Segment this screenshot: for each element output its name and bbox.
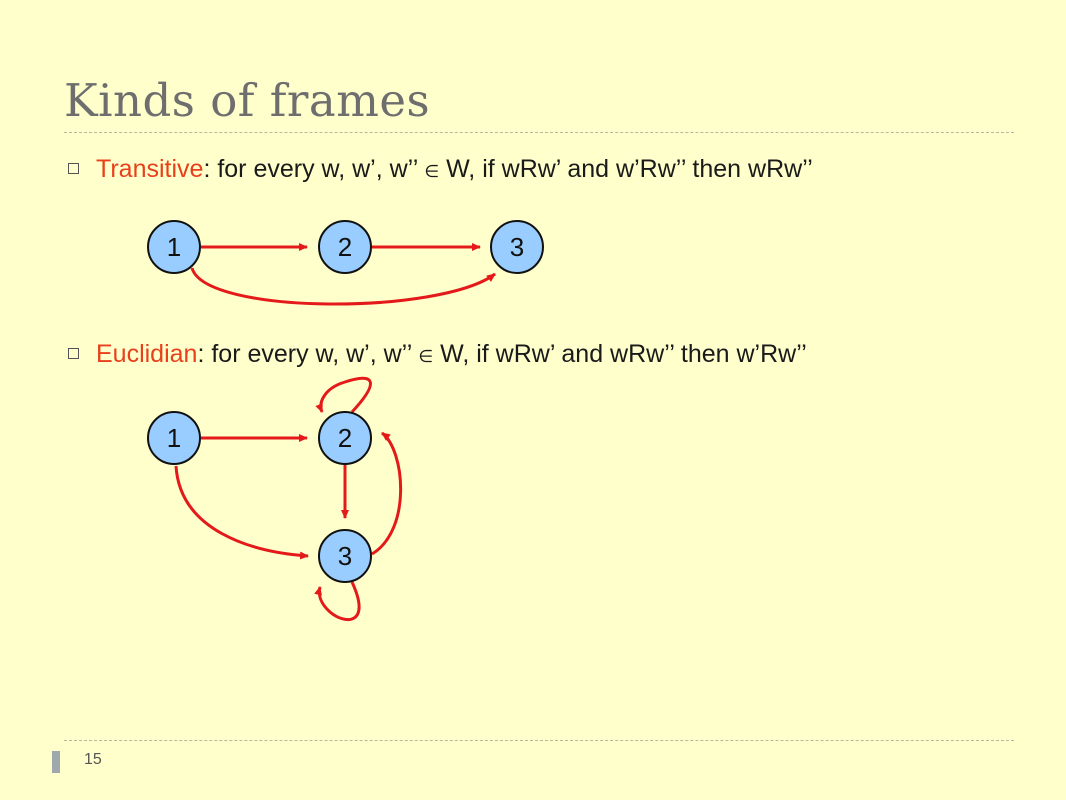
node-t-2: 2 [318,220,372,274]
square-bullet-icon [68,347,79,359]
node-e-2-label: 2 [338,423,352,453]
euclidian-graph [174,376,403,621]
node-t-1-label: 1 [167,232,181,262]
bullet-transitive: Transitive: for every w, w’, w’’ ∈ W, if… [68,155,813,184]
node-e-2: 2 [318,411,372,465]
transitive-definition-b: W, if wRw’ and w’Rw’’ then wRw’’ [439,155,813,183]
element-of-symbol: ∈ [418,347,434,366]
node-t-3-label: 3 [510,232,524,262]
transitive-term: Transitive [96,155,204,183]
euclidian-definition-b: W, if wRw’ and wRw’’ then w’Rw’’ [433,340,807,368]
transitive-definition-a: : for every w, w’, w’’ [203,155,425,183]
footer-accent-bar [52,751,60,773]
transitive-nodes: 1 2 3 [147,220,544,274]
node-e-1: 1 [147,411,201,465]
page-number: 15 [84,751,102,768]
square-bullet-icon [68,162,79,174]
node-e-3-label: 3 [338,541,352,571]
edge-e-1-3 [174,465,309,560]
footer-divider [64,740,1014,741]
slide-title: Kinds of frames [64,74,431,127]
euclidian-nodes: 1 2 3 [147,411,372,583]
node-e-3: 3 [318,529,372,583]
node-t-2-label: 2 [338,232,352,262]
node-t-1: 1 [147,220,201,274]
title-divider [64,132,1014,133]
euclidian-term: Euclidian [96,340,198,368]
transitive-graph [190,243,496,306]
euclidian-definition-a: : for every w, w’, w’’ [197,340,419,368]
element-of-symbol: ∈ [424,162,440,181]
loop-e-3 [314,581,361,621]
edge-e-3-2 [371,431,403,556]
node-e-1-label: 1 [167,423,181,453]
edge-t-1-3 [190,267,496,306]
loop-e-2 [315,376,372,414]
node-t-3: 3 [490,220,544,274]
bullet-euclidian: Euclidian: for every w, w’, w’’ ∈ W, if … [68,340,807,369]
